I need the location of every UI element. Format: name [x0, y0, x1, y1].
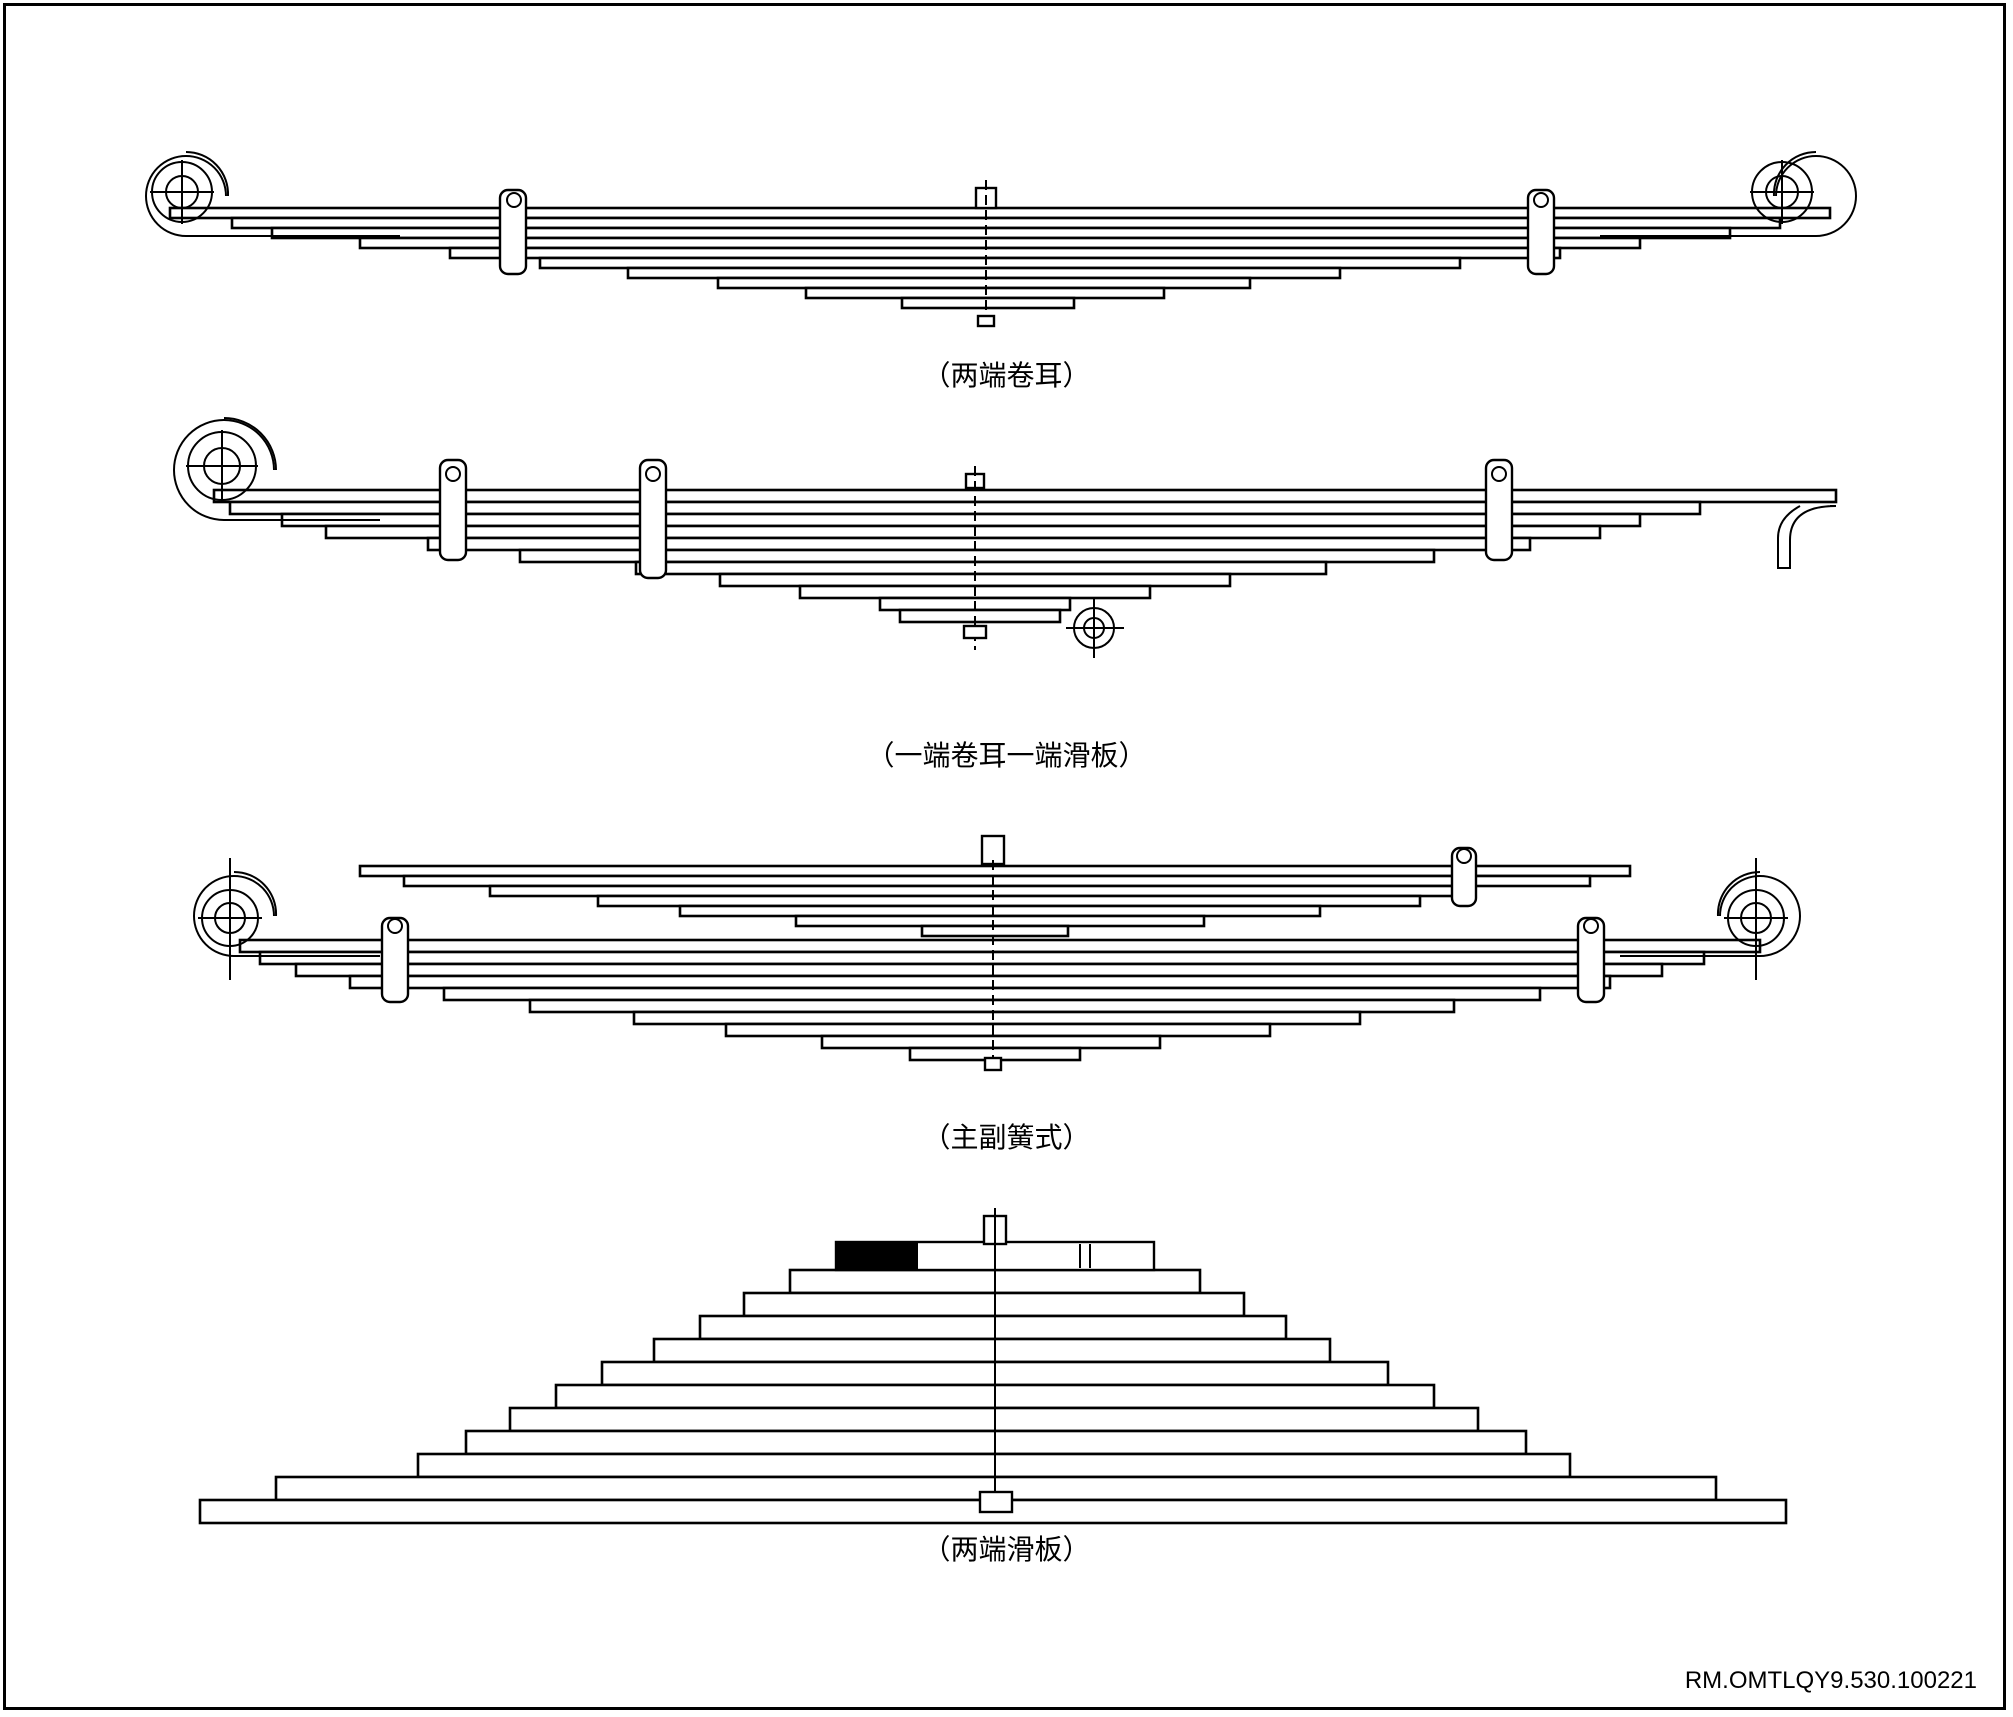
- caption-double-slipper: （两端滑板）: [922, 1533, 1091, 1566]
- figure-code: RM.OMTLQY9.530.100221: [1684, 1667, 1977, 1694]
- slipper-end: [1777, 505, 1837, 569]
- spring-leaf: [168, 206, 1832, 220]
- spring-leaf: [632, 1010, 1362, 1026]
- spring-leaf: [596, 894, 1422, 908]
- eye-left: [193, 858, 380, 980]
- figure-double-eye-spring: [145, 150, 1857, 330]
- spring-leaf: [716, 276, 1252, 290]
- eye-right: [1620, 858, 1801, 980]
- rebound-clip-left-outer: [438, 458, 468, 562]
- spring-leaf: [698, 1314, 1288, 1341]
- spring-leaf: [898, 608, 1062, 624]
- rebound-clip-right: [1484, 458, 1514, 562]
- rebound-clip-auxiliary: [1450, 846, 1478, 908]
- rebound-clip-right: [1526, 188, 1556, 276]
- spring-leaf: [402, 874, 1592, 888]
- spring-leaf: [634, 560, 1328, 576]
- spring-leaf: [920, 924, 1070, 938]
- spring-leaf: [270, 226, 1732, 240]
- eye-left: [145, 150, 400, 237]
- figure-main-auxiliary-spring: [193, 834, 1801, 1072]
- spring-leaf: [358, 864, 1632, 878]
- caption-double-eye: （两端卷耳）: [922, 359, 1091, 392]
- rebound-clip-left-inner: [638, 458, 668, 580]
- leaf-stack: [198, 1268, 1788, 1525]
- spring-leaf: [448, 246, 1562, 260]
- spring-leaf: [652, 1337, 1332, 1364]
- spring-leaf: [358, 236, 1642, 250]
- caption-main-auxiliary: （主副簧式）: [922, 1121, 1091, 1154]
- spring-leaf: [820, 1034, 1162, 1050]
- spring-leaf: [280, 512, 1642, 528]
- rebound-clip-left: [380, 916, 410, 1004]
- spring-leaf: [724, 1022, 1272, 1038]
- spring-leaf: [426, 536, 1532, 552]
- spring-leaf: [900, 296, 1076, 310]
- eye-left: [173, 417, 380, 521]
- spring-leaf: [678, 904, 1322, 918]
- shackle-pin: [1066, 598, 1124, 658]
- spring-leaf: [626, 266, 1342, 280]
- auxiliary-leaf-stack: [358, 864, 1632, 938]
- spring-leaf: [348, 974, 1612, 990]
- figure-eye-slipper-spring: [173, 417, 1838, 658]
- center-bolt: [978, 1208, 1014, 1514]
- spring-leaf: [324, 524, 1602, 540]
- center-bolt: [974, 180, 998, 330]
- spring-leaf: [488, 884, 1472, 898]
- figure-double-slipper-spring: [198, 1208, 1788, 1525]
- spring-leaf: [238, 938, 1762, 954]
- leaf-stack: [168, 206, 1832, 310]
- spring-leaf: [294, 962, 1664, 978]
- spring-leaf: [538, 256, 1462, 270]
- center-bolt: [980, 834, 1006, 1072]
- center-bolt: [962, 466, 988, 650]
- caption-eye-slipper: （一端卷耳一端滑板）: [866, 739, 1147, 772]
- rebound-clip-left: [498, 188, 528, 276]
- rebound-clip-right: [1576, 916, 1606, 1004]
- eye-right: [1600, 150, 1857, 237]
- main-leaf-stack: [238, 938, 1762, 1062]
- spring-leaf: [794, 914, 1206, 928]
- spring-leaf: [258, 950, 1706, 966]
